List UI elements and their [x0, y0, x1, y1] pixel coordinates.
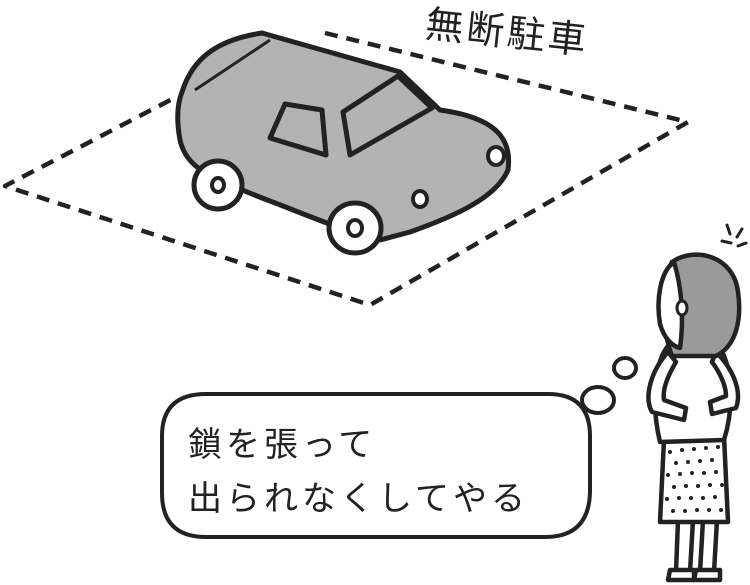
woman-shoe-right [691, 567, 723, 583]
anger-mark-icon [720, 223, 748, 248]
skirt-dots [665, 445, 724, 513]
thought-bubble-body [160, 392, 592, 539]
car-roof-seam [194, 38, 271, 92]
car-windshield [340, 73, 435, 158]
woman-legs [673, 517, 720, 575]
thought-line-1: 鎖を張って [188, 425, 377, 465]
car-headlight [486, 145, 506, 167]
parking-space-outline [2, 30, 691, 308]
car-front-wheel [326, 200, 384, 256]
car-fog-light [411, 189, 429, 209]
thought-bubble [160, 356, 638, 539]
angry-woman [646, 252, 742, 583]
car-body [175, 30, 512, 243]
car-rear-window [267, 101, 329, 158]
thought-bubble-dot-medium [612, 356, 638, 380]
woman-arm-left [646, 349, 689, 423]
woman-shoe-left [665, 567, 697, 583]
woman-ear [675, 299, 689, 317]
thought-bubble-text: 鎖を張って 出られなくしてやる [188, 418, 529, 526]
woman-arm-right [707, 349, 741, 417]
car-rear-wheel [191, 158, 245, 212]
thought-line-2: 出られなくしてやる [188, 479, 529, 519]
thought-bubble-dot-large [580, 385, 616, 415]
parked-car [175, 30, 512, 256]
